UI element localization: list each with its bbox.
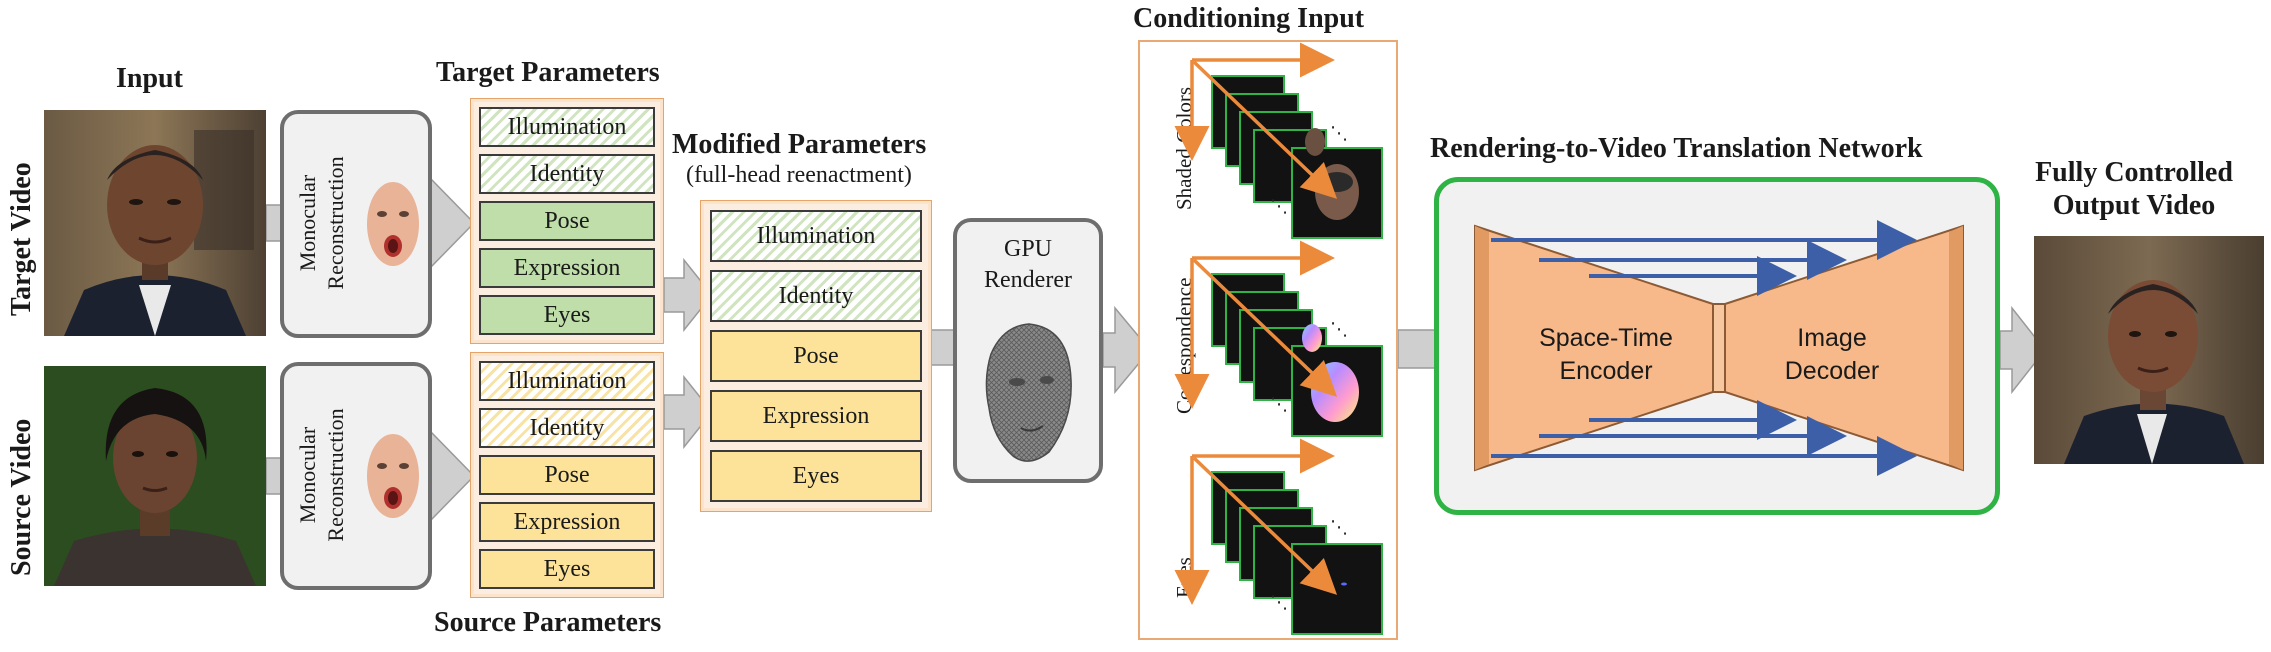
svg-text:⋱: ⋱ bbox=[1270, 196, 1288, 217]
output-video-frame bbox=[2034, 236, 2264, 464]
svg-text:⋱: ⋱ bbox=[1270, 394, 1288, 415]
shaded-colors-stack: ⋱ ⋱ bbox=[1211, 75, 1383, 239]
face-model-target bbox=[367, 182, 419, 266]
decoder-label: Image Decoder bbox=[1757, 322, 1907, 387]
target-video-frame bbox=[44, 110, 266, 336]
conditioning-input-header: Conditioning Input bbox=[1133, 3, 1365, 34]
modified-parameters-header: Modified Parameters bbox=[672, 129, 927, 160]
output-header-line1: Fully Controlled bbox=[2035, 157, 2233, 188]
input-header: Input bbox=[116, 63, 183, 94]
modified-param-expression: Expression bbox=[710, 390, 922, 442]
svg-text:⋱: ⋱ bbox=[1330, 517, 1348, 538]
conditioning-input-panel: Shaded Colors Correspondence Eyes bbox=[1138, 40, 1398, 640]
recon-label-line2: Reconstruction bbox=[322, 408, 348, 542]
recon-label-source: Monocular Reconstruction bbox=[294, 370, 349, 580]
source-param-expression: Expression bbox=[479, 502, 655, 542]
face-model-source bbox=[367, 434, 419, 518]
eyes-stack: ⋱ ⋱ bbox=[1211, 471, 1383, 635]
target-parameters-column: Illumination Identity Pose Expression Ey… bbox=[470, 98, 664, 344]
target-video-image bbox=[44, 110, 266, 336]
recon-label-target: Monocular Reconstruction bbox=[294, 118, 349, 328]
conditioning-frames: ⋱ ⋱ ⋱ ⋱ bbox=[1174, 42, 1383, 635]
gpu-renderer: GPU Renderer bbox=[953, 218, 1103, 483]
source-video-frame bbox=[44, 366, 266, 586]
correspondence-stack: ⋱ ⋱ bbox=[1211, 273, 1383, 437]
recon-label-line1: Monocular bbox=[295, 426, 320, 524]
source-param-illumination: Illumination bbox=[479, 361, 655, 401]
bottleneck bbox=[1712, 303, 1726, 393]
encoder-label-line2: Encoder bbox=[1559, 356, 1653, 385]
monocular-reconstruction-source: Monocular Reconstruction bbox=[280, 362, 432, 590]
modified-param-eyes: Eyes bbox=[710, 450, 922, 502]
decoder-label-line2: Decoder bbox=[1784, 356, 1880, 385]
modified-parameters-subtitle: (full-head reenactment) bbox=[686, 162, 912, 188]
target-parameters-header: Target Parameters bbox=[436, 57, 660, 88]
target-param-illumination: Illumination bbox=[479, 107, 655, 147]
encoder-label: Space-Time Encoder bbox=[1521, 322, 1691, 387]
source-parameters-column: Illumination Identity Pose Expression Ey… bbox=[470, 352, 664, 598]
recon-label-line1: Monocular bbox=[295, 174, 320, 272]
target-param-identity: Identity bbox=[479, 154, 655, 194]
gpu-label-line2: Renderer bbox=[984, 266, 1072, 293]
target-param-expression: Expression bbox=[479, 248, 655, 288]
source-parameters-header: Source Parameters bbox=[434, 607, 662, 638]
arrow-gpu-to-conditioning bbox=[1102, 305, 1151, 395]
network-header: Rendering-to-Video Translation Network bbox=[1430, 133, 1923, 164]
translation-network-panel: Space-Time Encoder Image Decoder bbox=[1434, 177, 2000, 515]
mesh-head-image bbox=[985, 323, 1072, 462]
output-video-image bbox=[2034, 236, 2264, 464]
arrow-network-to-output bbox=[1999, 305, 2046, 395]
modified-param-identity: Identity bbox=[710, 270, 922, 322]
source-param-pose: Pose bbox=[479, 455, 655, 495]
gpu-label-line1: GPU bbox=[1003, 236, 1052, 262]
modified-param-illumination: Illumination bbox=[710, 210, 922, 262]
modified-param-pose: Pose bbox=[710, 330, 922, 382]
arrow-conditioning-to-network bbox=[1397, 329, 1438, 369]
modified-parameters-column: Illumination Identity Pose Expression Ey… bbox=[700, 200, 932, 512]
arrow-source-params-to-modified bbox=[663, 374, 713, 450]
encoder-label-line1: Space-Time bbox=[1539, 324, 1673, 352]
svg-text:⋱: ⋱ bbox=[1330, 123, 1348, 144]
source-param-identity: Identity bbox=[479, 408, 655, 448]
source-param-eyes: Eyes bbox=[479, 549, 655, 589]
monocular-reconstruction-target: Monocular Reconstruction bbox=[280, 110, 432, 338]
arrow-modified-to-gpu bbox=[929, 329, 956, 366]
svg-text:⋱: ⋱ bbox=[1330, 319, 1348, 340]
source-video-image bbox=[44, 366, 266, 586]
svg-text:⋱: ⋱ bbox=[1270, 592, 1288, 613]
gpu-renderer-label: GPU Renderer bbox=[957, 234, 1099, 295]
encoder-decoder-diagram bbox=[1474, 220, 1964, 476]
output-header: Fully Controlled Output Video bbox=[2000, 156, 2268, 222]
decoder-label-line1: Image bbox=[1797, 324, 1867, 352]
arrow-target-params-to-modified bbox=[663, 257, 713, 333]
recon-label-line2: Reconstruction bbox=[322, 156, 348, 290]
output-header-line2: Output Video bbox=[2052, 190, 2216, 222]
target-param-eyes: Eyes bbox=[479, 295, 655, 335]
target-param-pose: Pose bbox=[479, 201, 655, 241]
